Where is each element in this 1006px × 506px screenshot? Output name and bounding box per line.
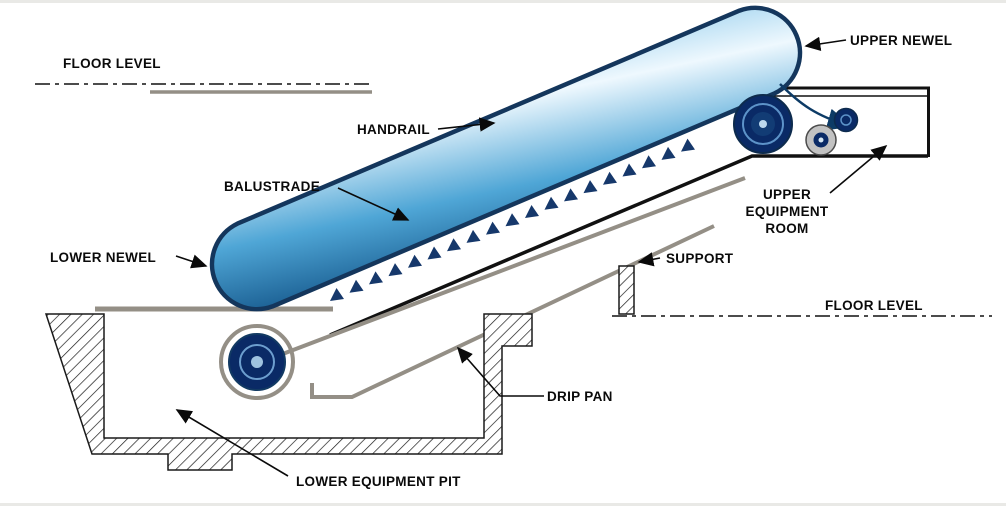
step-tooth (408, 254, 422, 268)
label-lower-equipment-pit: LOWER EQUIPMENT PIT (296, 474, 461, 489)
label-balustrade: BALUSTRADE (224, 179, 320, 194)
handrail-arrow (437, 117, 496, 132)
step-tooth (505, 213, 520, 227)
step-tooth (681, 138, 695, 152)
leader-arrows (175, 36, 888, 477)
label-floor-level-right: FLOOR LEVEL (825, 298, 923, 313)
balustrade-arrow (337, 187, 410, 221)
step-tooth (486, 221, 500, 235)
lower-turnaround-wheel (228, 333, 286, 391)
balustrade-handrail-assembly (209, 5, 803, 312)
step-tooth (447, 238, 461, 252)
step-tooth (369, 271, 383, 285)
step-tooth (466, 229, 481, 243)
tension-pulley (833, 107, 859, 133)
truss-top-line (329, 154, 928, 337)
drive-machine-wheel (733, 94, 793, 154)
step-chain-line (279, 176, 746, 357)
upper-equipment-room-arrow (829, 144, 888, 194)
support-arrow (637, 252, 661, 267)
step-teeth (330, 138, 695, 301)
label-upper-equipment-room-1: UPPER (763, 187, 811, 202)
label-upper-equipment-room-3: ROOM (765, 221, 808, 236)
drip-pan-leader (456, 346, 544, 397)
support-column (618, 265, 635, 315)
drip-pan-line (310, 224, 715, 399)
page-bottom-border (0, 503, 1006, 506)
label-floor-level-left: FLOOR LEVEL (63, 56, 161, 71)
page-top-border (0, 0, 1006, 3)
step-tooth (427, 246, 442, 260)
label-lower-newel: LOWER NEWEL (50, 250, 156, 265)
lower-newel-arrow (175, 254, 208, 269)
label-support: SUPPORT (666, 251, 734, 266)
step-tooth (622, 163, 637, 177)
label-drip-pan: DRIP PAN (547, 389, 613, 404)
step-chain-loop (219, 324, 295, 400)
step-tooth (349, 279, 364, 293)
step-tooth (388, 263, 403, 277)
step-tooth (603, 171, 617, 185)
step-tooth (661, 146, 676, 160)
step-tooth (583, 180, 598, 194)
step-tooth (544, 196, 559, 210)
step-tooth (564, 188, 578, 202)
step-tooth (525, 205, 539, 218)
step-tooth (642, 155, 656, 169)
upper-newel-arrow (804, 36, 847, 51)
label-upper-equipment-room-2: EQUIPMENT (746, 204, 829, 219)
lower-equipment-pit-arrow (175, 409, 289, 477)
label-handrail: HANDRAIL (357, 122, 430, 137)
label-upper-newel: UPPER NEWEL (850, 33, 952, 48)
lower-pit-structure (44, 313, 533, 471)
step-tooth (330, 288, 344, 301)
handrail-drive-pulley (805, 124, 837, 156)
